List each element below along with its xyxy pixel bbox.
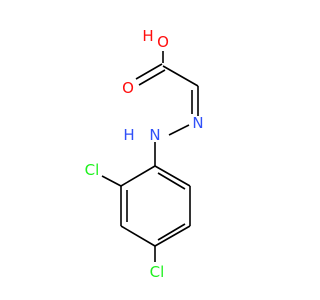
bond-ring-cl-ortho <box>101 175 122 187</box>
bond-carbonyl-double-b <box>138 69 166 86</box>
bond-ring-inner-b <box>157 223 186 241</box>
atom-label-o-hydroxyl: H <box>142 27 153 45</box>
atom-labels: H O O N H N Cl Cl <box>85 27 204 281</box>
atom-label-o: O <box>157 33 169 51</box>
bond-n-n <box>168 124 190 136</box>
molecule-structure: H O O N H N Cl Cl <box>85 27 204 281</box>
bond-ring-c6-c1 <box>154 165 191 187</box>
atom-label-amine-n: N <box>149 126 160 144</box>
bond-carboxyl-ch <box>162 65 199 87</box>
atom-label-carbonyl-o: O <box>122 79 134 97</box>
atom-carboxyl-oh: H O <box>142 27 169 51</box>
bond-ring-inner-c <box>157 172 186 190</box>
atom-amine-nh: H N <box>123 126 160 144</box>
bond-ring-c3-c4 <box>120 225 156 247</box>
bond-carbonyl-double-a <box>135 63 163 80</box>
atom-label-cl-ortho: Cl <box>85 161 100 179</box>
bond-ring-c1-c2 <box>120 165 156 187</box>
atom-label-amine-h: H <box>123 126 134 144</box>
atom-label-cl-para: Cl <box>150 263 165 281</box>
bonds <box>101 51 199 262</box>
atom-label-imine-n: N <box>192 114 203 132</box>
bond-ring-c4-c5 <box>154 225 191 247</box>
